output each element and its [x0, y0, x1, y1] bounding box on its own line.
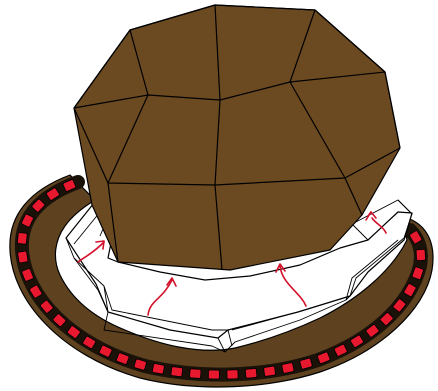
ring-segment [227, 370, 238, 379]
ring-segment [416, 249, 426, 260]
body-silhouette [74, 5, 400, 270]
ring-segment [282, 362, 295, 373]
ring-segment [189, 369, 201, 379]
ring-segment [208, 370, 219, 379]
ring-segment [152, 363, 164, 374]
ring-segment [264, 366, 276, 376]
top-body [74, 5, 400, 270]
ring-segment [17, 232, 27, 244]
ring-segment [171, 367, 183, 377]
ring-segment [17, 251, 28, 263]
ring-segment [245, 368, 257, 378]
